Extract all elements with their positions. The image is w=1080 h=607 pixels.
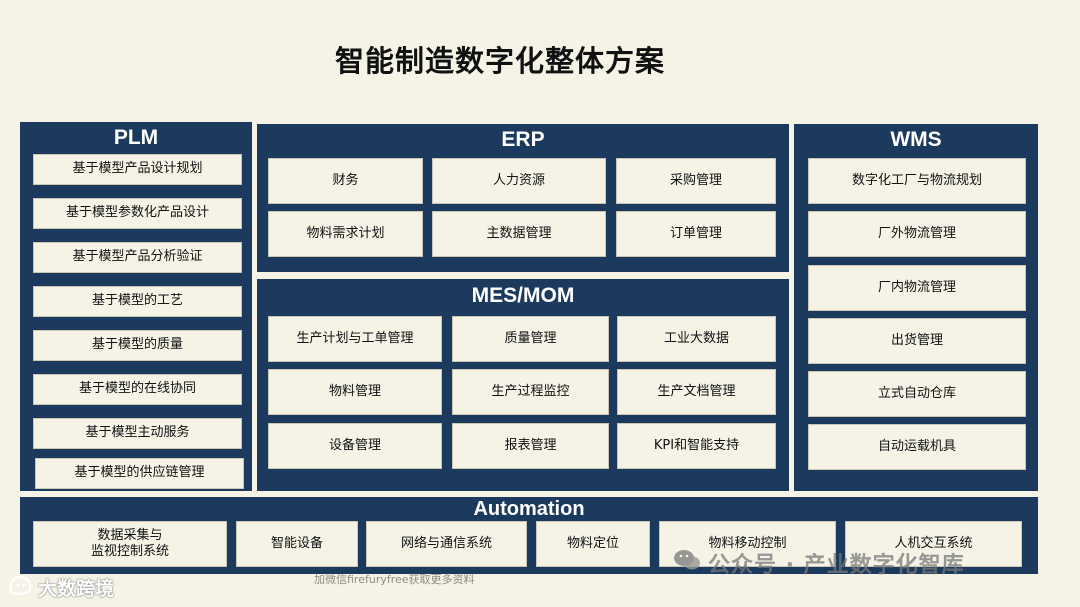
cat-logo-icon (8, 574, 34, 601)
erp-item: 物料需求计划 (268, 211, 423, 257)
watermark-left-text: 大数跨境 (38, 578, 115, 600)
mes-item: 设备管理 (268, 423, 442, 469)
wms-item: 厂外物流管理 (808, 211, 1026, 257)
erp-item: 人力资源 (432, 158, 606, 204)
plm-item: 基于模型的供应链管理 (35, 458, 244, 489)
wms-title: WMS (890, 128, 942, 151)
mes-item: KPI和智能支持 (617, 423, 776, 469)
mes-item: 物料管理 (268, 369, 442, 415)
erp-item: 财务 (268, 158, 423, 204)
mes-item: 报表管理 (452, 423, 609, 469)
wechat-icon (672, 547, 702, 579)
wms-item: 数字化工厂与物流规划 (808, 158, 1026, 204)
mes-item: 生产文档管理 (617, 369, 776, 415)
watermark-right: 公众号 · 产业数字化智库 (672, 547, 965, 579)
erp-item: 订单管理 (616, 211, 776, 257)
plm-item: 基于模型的质量 (33, 330, 242, 361)
plm-item: 基于模型主动服务 (33, 418, 242, 449)
erp-item: 主数据管理 (432, 211, 606, 257)
mes-item: 质量管理 (452, 316, 609, 362)
automation-item: 人机交互系统 (845, 521, 1022, 567)
plm-item: 基于模型的在线协同 (33, 374, 242, 405)
mes-item: 工业大数据 (617, 316, 776, 362)
watermark-left: 大数跨境 (8, 574, 114, 601)
automation-item: 物料定位 (536, 521, 650, 567)
mes-item: 生产计划与工单管理 (268, 316, 442, 362)
plm-item: 基于模型产品分析验证 (33, 242, 242, 273)
footer-note: 加微信firefuryfree获取更多资料 (314, 573, 475, 586)
mes-title: MES/MOM (471, 284, 575, 307)
automation-item: 智能设备 (236, 521, 358, 567)
plm-panel: PLM 基于模型产品设计规划 基于模型参数化产品设计 基于模型产品分析验证 基于… (20, 122, 252, 491)
automation-item: 数据采集与 监视控制系统 (33, 521, 227, 567)
automation-item: 网络与通信系统 (366, 521, 527, 567)
wms-item: 自动运载机具 (808, 424, 1026, 470)
mes-panel: MES/MOM 生产计划与工单管理 质量管理 工业大数据 物料管理 生产过程监控… (257, 279, 789, 491)
mes-item: 生产过程监控 (452, 369, 609, 415)
plm-item: 基于模型参数化产品设计 (33, 198, 242, 229)
wms-item: 出货管理 (808, 318, 1026, 364)
erp-panel: ERP 财务 人力资源 采购管理 物料需求计划 主数据管理 订单管理 (257, 124, 789, 272)
watermark-right-text: 公众号 · 产业数字化智库 (708, 553, 965, 578)
wms-panel: WMS 数字化工厂与物流规划 厂外物流管理 厂内物流管理 出货管理 立式自动仓库… (794, 124, 1038, 491)
automation-title: Automation (473, 498, 585, 520)
automation-panel: Automation 数据采集与 监视控制系统 智能设备 网络与通信系统 物料定… (20, 497, 1038, 574)
wms-item: 立式自动仓库 (808, 371, 1026, 417)
wms-item: 厂内物流管理 (808, 265, 1026, 311)
erp-title: ERP (501, 128, 545, 151)
page-title: 智能制造数字化整体方案 (334, 44, 665, 78)
erp-item: 采购管理 (616, 158, 776, 204)
plm-item: 基于模型的工艺 (33, 286, 242, 317)
plm-item: 基于模型产品设计规划 (33, 154, 242, 185)
plm-title: PLM (113, 126, 159, 149)
